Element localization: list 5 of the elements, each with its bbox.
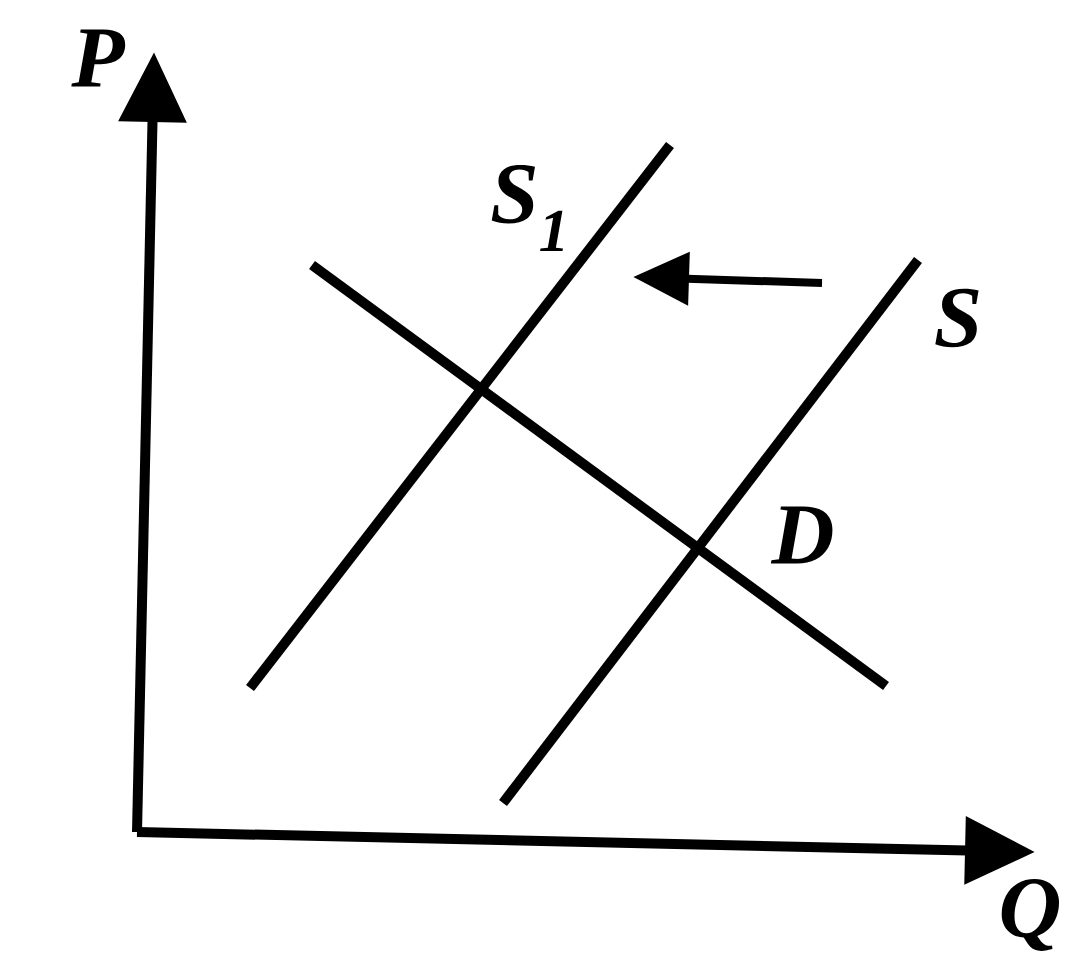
axis-label: P: [71, 29, 126, 87]
axis-label: Q: [1001, 879, 1059, 951]
curve-label: S: [935, 288, 979, 348]
curve-label: S$_{1}$: [491, 165, 563, 251]
curve-label: D: [770, 506, 833, 564]
